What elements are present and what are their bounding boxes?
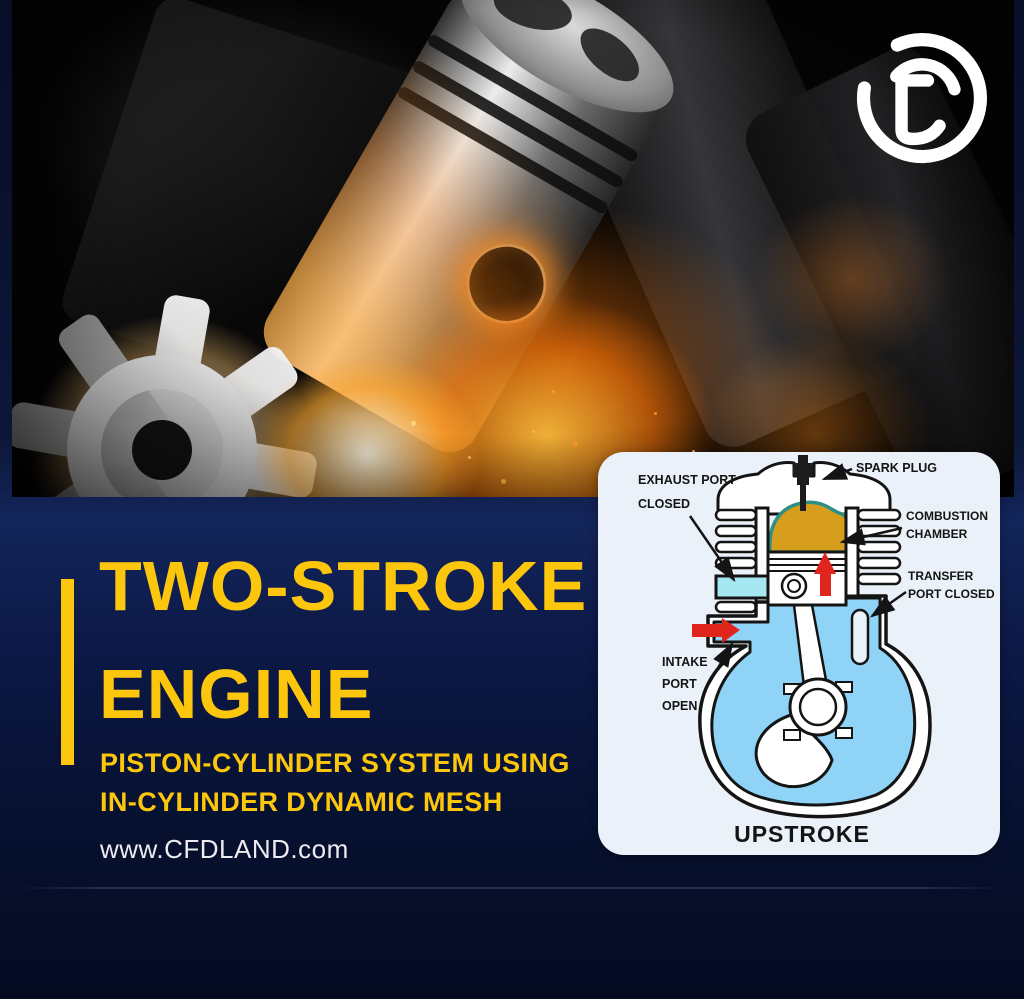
label-combustion-line1: COMBUSTION bbox=[906, 509, 988, 523]
transfer-port-shape bbox=[850, 608, 870, 666]
label-intake-line1: INTAKE bbox=[662, 655, 708, 669]
piston-shape bbox=[766, 550, 848, 607]
vignette bbox=[12, 0, 1014, 497]
label-exhaust-port-line1: EXHAUST PORT bbox=[638, 473, 736, 487]
piston-up-arrow bbox=[814, 552, 836, 596]
label-exhaust-port-line2: CLOSED bbox=[638, 497, 690, 511]
label-pointers bbox=[688, 463, 907, 693]
label-intake-line2: PORT bbox=[662, 677, 697, 691]
subtitle-line2: IN-CYLINDER DYNAMIC MESH bbox=[100, 787, 503, 817]
exhaust-port-shape bbox=[714, 574, 770, 600]
label-spark-plug: SPARK PLUG bbox=[856, 461, 937, 475]
engine-photo bbox=[12, 0, 1014, 497]
label-transfer-line2: PORT CLOSED bbox=[908, 587, 995, 601]
website-url: www.CFDLAND.com bbox=[100, 834, 349, 864]
engine-diagram-card: EXHAUST PORT CLOSED SPARK PLUG COMBUSTIO… bbox=[598, 452, 1000, 855]
cfdland-logo-icon bbox=[856, 33, 987, 164]
accent-bar bbox=[61, 579, 74, 765]
page-title-line1: TWO-STROKE bbox=[99, 547, 588, 625]
footer-divider bbox=[16, 887, 1006, 889]
label-intake-line3: OPEN bbox=[662, 699, 697, 713]
page-title-line2: ENGINE bbox=[99, 655, 374, 733]
spark-plug-shape bbox=[793, 455, 813, 511]
two-stroke-engine-diagram: EXHAUST PORT CLOSED SPARK PLUG COMBUSTIO… bbox=[638, 455, 995, 847]
label-transfer-line1: TRANSFER bbox=[908, 569, 974, 583]
label-combustion-line2: CHAMBER bbox=[906, 527, 968, 541]
subtitle-line1: PISTON-CYLINDER SYSTEM USING bbox=[100, 748, 570, 778]
intake-flow-arrow bbox=[692, 618, 740, 643]
diagram-caption: UPSTROKE bbox=[734, 821, 870, 847]
